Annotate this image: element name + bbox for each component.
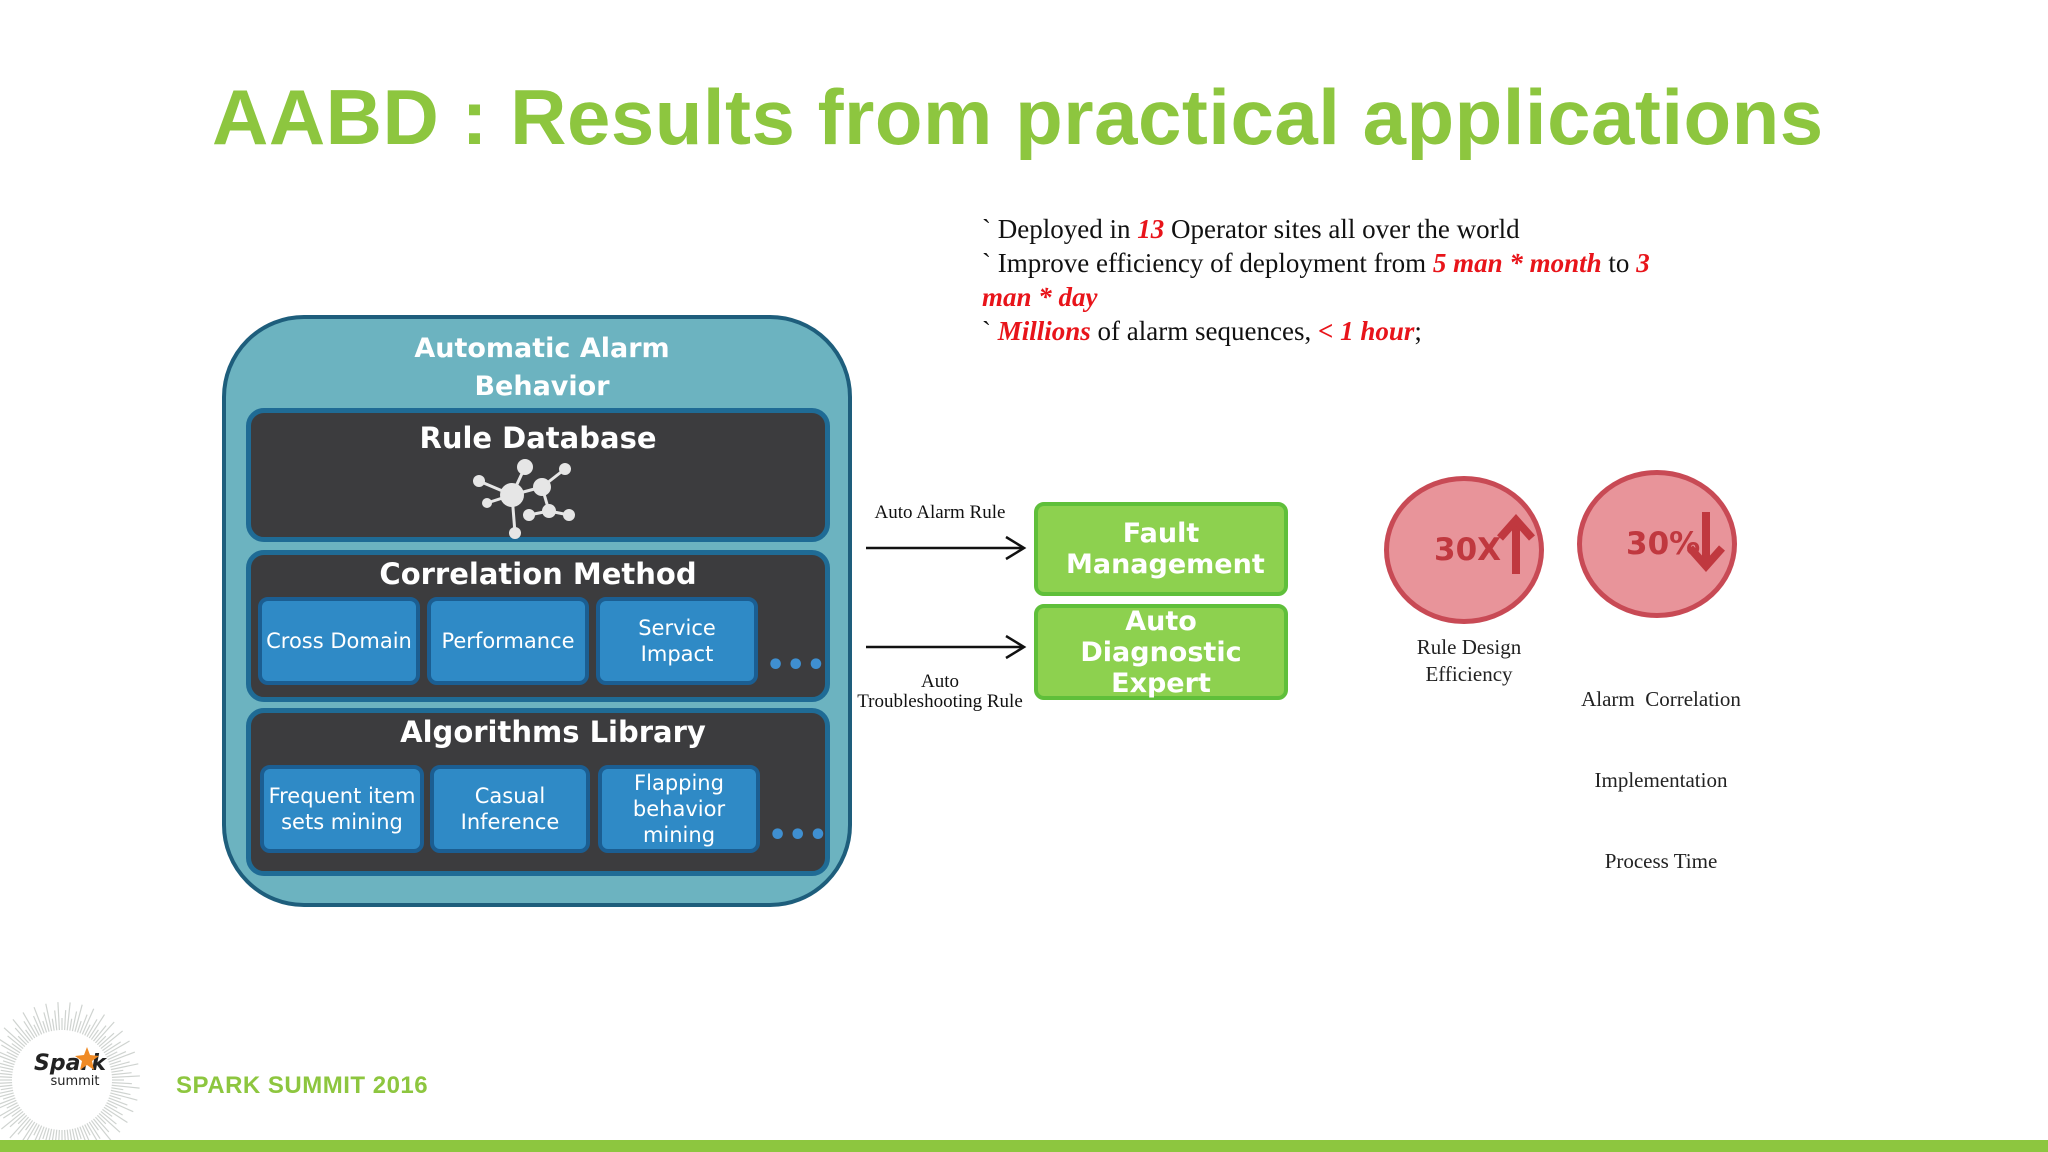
chip-frequent-itemsets: Frequent item sets mining <box>260 765 424 853</box>
arrow-to-fault-management <box>866 535 1027 561</box>
metric-value-rule-design: 30X <box>1434 532 1502 568</box>
auto-diagnostic-expert-box: Auto Diagnostic Expert <box>1034 604 1288 700</box>
algorithms-library-title: Algorithms Library <box>400 715 706 749</box>
arrow-to-diagnostic-expert <box>866 634 1027 660</box>
more-algorithms-dots: ••• <box>768 818 829 853</box>
metric-label-rule-design: Rule Design Efficiency <box>1416 635 1522 686</box>
metric-value-correlation-time: 30% <box>1626 526 1701 562</box>
bullet-item: ` Improve efficiency of deployment from … <box>982 248 1650 312</box>
rule-database-title: Rule Database <box>419 421 657 455</box>
rule-database-panel: Rule Database <box>246 408 830 542</box>
bullet-list: ` Deployed in 13 Operator sites all over… <box>982 212 1702 348</box>
metric-circle-correlation-time <box>1577 470 1737 618</box>
metric-label-correlation-time: Alarm Correlation Implementation Process… <box>1581 687 1741 873</box>
network-graph-icon <box>473 459 575 539</box>
bullet-item: ` Deployed in 13 Operator sites all over… <box>982 214 1520 244</box>
correlation-method-title: Correlation Method <box>379 557 697 591</box>
slide-title: AABD : Results from practical applicatio… <box>212 73 1824 161</box>
chip-performance: Performance <box>427 597 589 685</box>
arrow-down-icon <box>1687 512 1725 572</box>
auto-troubleshooting-rule-label: Auto Troubleshooting Rule <box>857 671 1023 712</box>
metric-circle-rule-design <box>1384 476 1544 624</box>
fault-management-box: Fault Management <box>1034 502 1288 596</box>
chip-cross-domain: Cross Domain <box>258 597 420 685</box>
chip-flapping-behavior: Flapping behavior mining <box>598 765 760 853</box>
auto-alarm-rule-label: Auto Alarm Rule <box>874 502 1006 523</box>
chip-casual-inference: Casual Inference <box>430 765 590 853</box>
bottom-bar <box>0 1140 2048 1152</box>
chip-service-impact: Service Impact <box>596 597 758 685</box>
spark-star-icon <box>75 1047 99 1070</box>
bullet-item: ` Millions of alarm sequences, < 1 hour; <box>982 316 1422 346</box>
more-correlation-dots: ••• <box>766 648 827 683</box>
arrow-up-icon <box>1497 514 1535 574</box>
footer-text: SPARK SUMMIT 2016 <box>176 1072 429 1099</box>
